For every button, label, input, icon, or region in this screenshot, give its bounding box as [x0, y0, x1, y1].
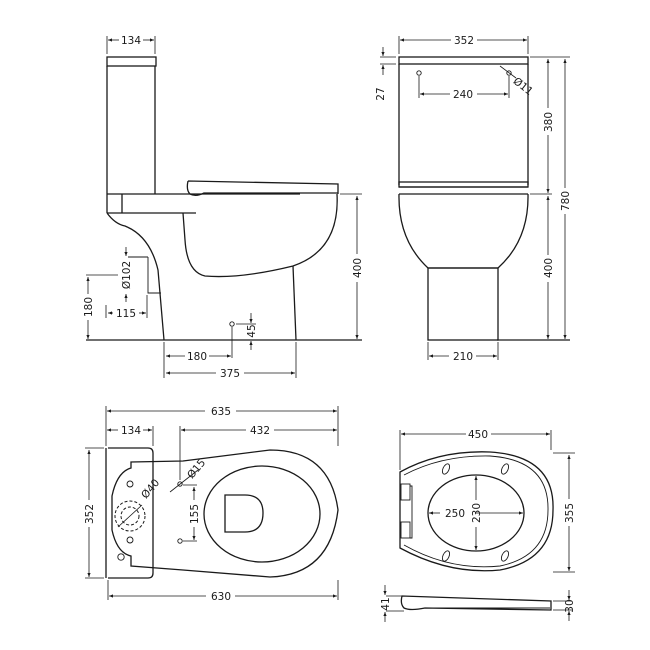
dim-lid-thickness: 27 — [375, 47, 396, 101]
label-side-134: 134 — [121, 35, 141, 47]
dim-fixing-to-front: 432 — [179, 425, 337, 480]
bowl-side — [182, 193, 338, 278]
label-front-400: 400 — [543, 258, 555, 278]
label-plan-155: 155 — [189, 504, 201, 524]
label-seat-450: 450 — [468, 429, 488, 441]
dim-pan-height: 400 — [340, 193, 364, 339]
label-front-352: 352 — [454, 35, 474, 47]
label-side-180-fixing: 180 — [187, 351, 207, 363]
label-side-115: 115 — [116, 308, 136, 320]
seat-outline — [399, 451, 554, 572]
label-side-375: 375 — [220, 368, 240, 380]
bowl-front — [398, 193, 529, 269]
dim-overall-length-bottom: 630 — [107, 580, 339, 603]
dim-rear-thickness: 41 — [380, 585, 404, 622]
label-seat-230: 230 — [471, 503, 483, 523]
label-profile-30: 30 — [564, 599, 576, 612]
dim-button-spacing: 240 — [418, 76, 510, 101]
label-side-180-height: 180 — [83, 297, 95, 317]
label-front-d11: Ø11 — [511, 75, 535, 98]
label-front-27: 27 — [375, 87, 387, 100]
dim-pedestal-width: 210 — [427, 342, 499, 363]
dim-seat-width: 450 — [399, 429, 552, 470]
side-elevation: 134 400 180 115 Ø102 1 — [83, 35, 364, 380]
label-side-d102: Ø102 — [121, 261, 133, 289]
label-front-380: 380 — [543, 112, 555, 132]
label-plan-432: 432 — [250, 425, 270, 437]
label-side-45: 45 — [246, 324, 258, 337]
dim-opening-width: 250 — [429, 508, 523, 520]
dim-pan-height-front: 400 — [543, 196, 555, 339]
label-plan-635: 635 — [211, 406, 231, 418]
label-plan-352: 352 — [84, 504, 96, 524]
pedestal-side — [106, 212, 165, 341]
dim-button-hole: Ø11 — [499, 65, 535, 98]
dim-fixing-hole-height: 45 — [236, 313, 258, 350]
label-front-780: 780 — [560, 191, 572, 211]
seat-profile: 41 30 — [380, 585, 576, 622]
dim-cistern-width: 352 — [398, 35, 529, 54]
dim-cistern-height: 380 — [530, 56, 570, 195]
label-front-210: 210 — [453, 351, 473, 363]
label-plan-134: 134 — [121, 425, 141, 437]
plan-view: 635 134 432 352 Ø40 Ø15 — [84, 406, 339, 603]
dim-cistern-depth-plan: 134 — [107, 425, 154, 446]
dim-footprint-length: 375 — [166, 342, 297, 380]
label-side-400: 400 — [352, 258, 364, 278]
dim-seat-length: 355 — [553, 452, 576, 573]
bowl-outlet-plan — [224, 494, 264, 533]
pedestal-front — [427, 267, 499, 341]
dim-total-height: 780 — [560, 59, 572, 339]
dim-opening-length: 230 — [471, 476, 483, 550]
front-elevation: 352 27 240 Ø11 380 400 — [375, 35, 572, 363]
dim-fixing-spacing: 155 — [183, 484, 201, 542]
dim-plan-width: 352 — [84, 447, 104, 579]
label-profile-41: 41 — [380, 597, 392, 610]
dim-outlet-setback: 115 — [105, 295, 148, 320]
bowl-rim-plan — [203, 465, 321, 563]
dim-inlet-diameter: Ø40 — [139, 477, 162, 501]
label-seat-250: 250 — [445, 508, 465, 520]
dim-outlet-diameter: Ø102 — [121, 247, 133, 302]
dim-fixing-distance: 180 — [163, 327, 233, 378]
label-front-240: 240 — [453, 89, 473, 101]
pan-plan — [111, 449, 339, 578]
dim-front-thickness: 30 — [553, 590, 576, 621]
label-seat-355: 355 — [564, 503, 576, 523]
seat-side — [186, 180, 339, 196]
label-plan-d40: Ø40 — [139, 477, 162, 501]
cistern-side — [106, 56, 300, 214]
dim-overall-length-top: 635 — [105, 406, 339, 446]
dim-outlet-height: 180 — [83, 274, 118, 339]
seat-opening — [427, 474, 525, 552]
label-plan-630: 630 — [211, 591, 231, 603]
dim-cistern-depth: 134 — [106, 35, 156, 54]
seat-plan: 450 355 250 230 — [399, 429, 576, 573]
seat-front — [398, 181, 529, 188]
